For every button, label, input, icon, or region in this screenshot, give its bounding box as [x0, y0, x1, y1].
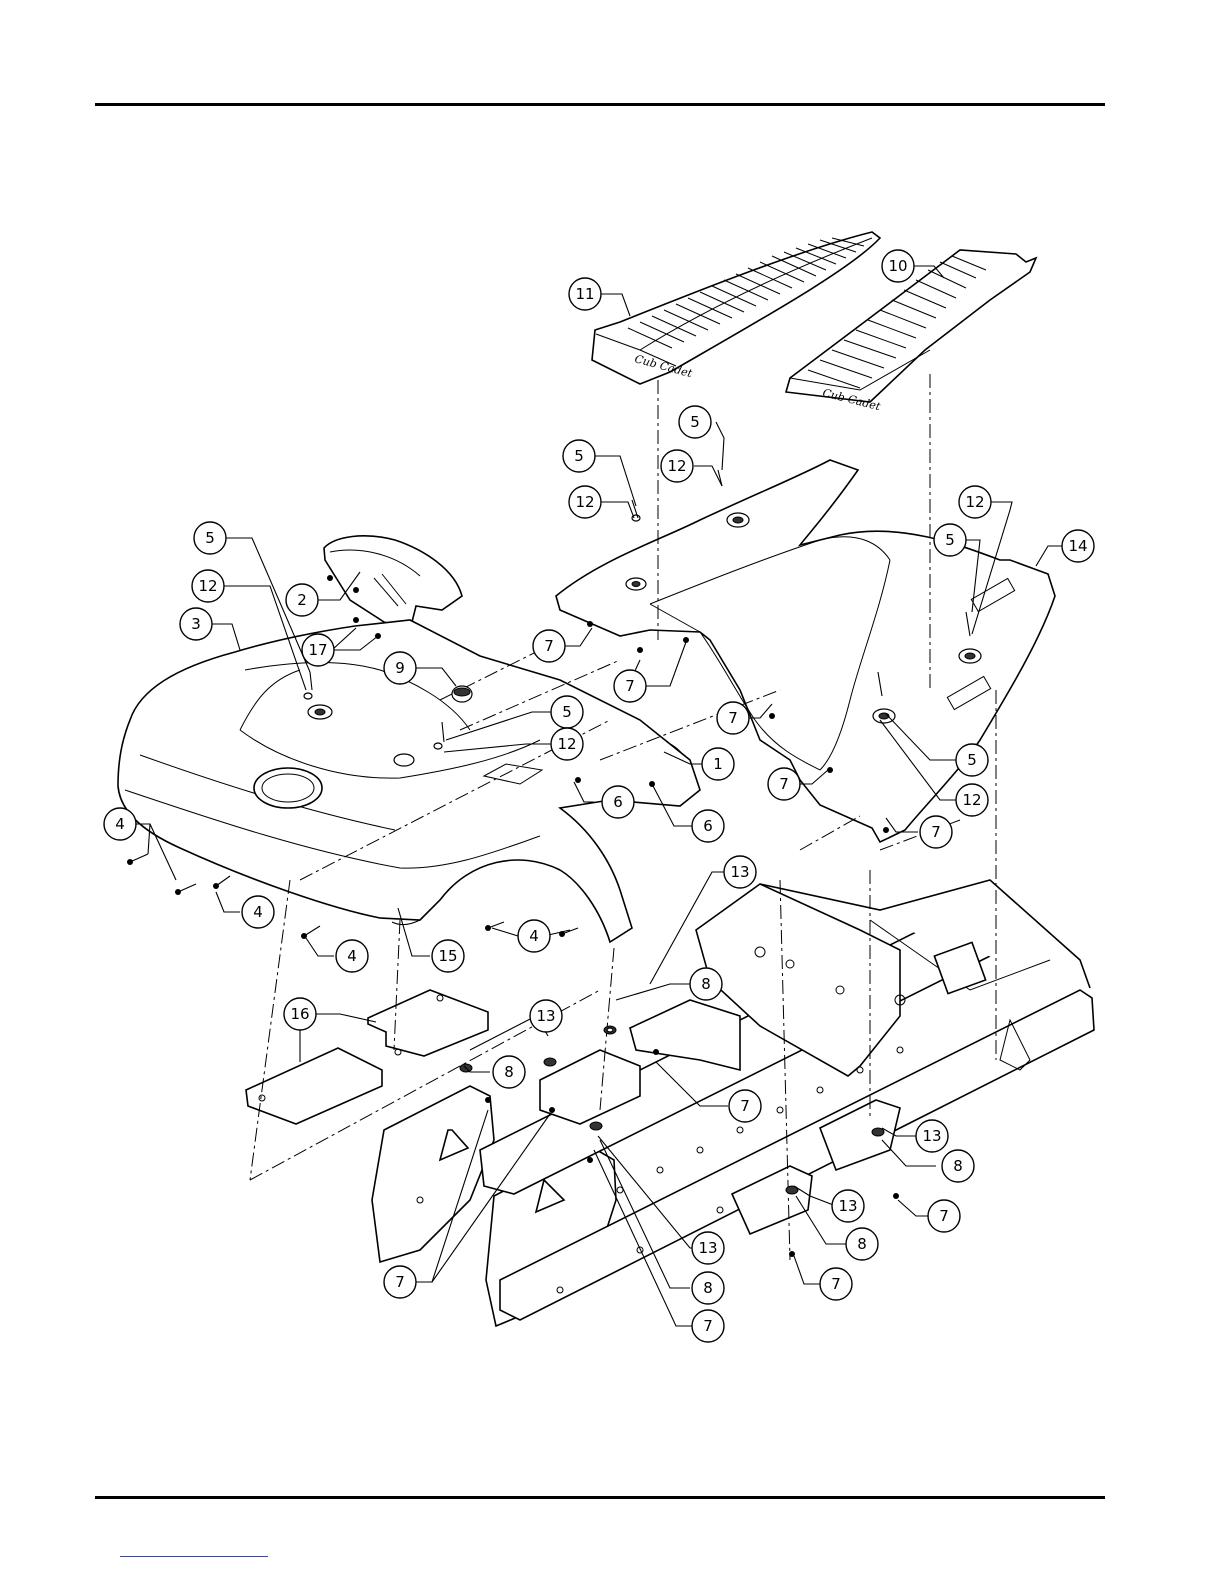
svg-text:3: 3 — [191, 615, 201, 633]
callout-11: 11 — [569, 278, 601, 310]
svg-text:8: 8 — [953, 1157, 963, 1175]
svg-text:7: 7 — [939, 1207, 949, 1225]
callout-17: 17 — [302, 634, 334, 666]
callout-5: 5 — [956, 744, 988, 776]
callout-12: 12 — [551, 728, 583, 760]
svg-text:16: 16 — [290, 1005, 309, 1023]
svg-text:6: 6 — [613, 793, 623, 811]
svg-text:5: 5 — [574, 447, 584, 465]
svg-text:12: 12 — [198, 577, 217, 595]
callout-3: 3 — [180, 608, 212, 640]
callout-4: 4 — [104, 808, 136, 840]
callout-12: 12 — [956, 784, 988, 816]
svg-text:6: 6 — [703, 817, 713, 835]
callout-16: 16 — [284, 998, 316, 1030]
svg-text:12: 12 — [557, 735, 576, 753]
svg-text:7: 7 — [931, 823, 941, 841]
svg-text:12: 12 — [575, 493, 594, 511]
callout-6: 6 — [692, 810, 724, 842]
callout-7: 7 — [729, 1090, 761, 1122]
callout-7: 7 — [820, 1268, 852, 1300]
callout-7: 7 — [692, 1310, 724, 1342]
callout-8: 8 — [692, 1272, 724, 1304]
svg-text:10: 10 — [888, 257, 907, 275]
callout-12: 12 — [661, 450, 693, 482]
svg-text:5: 5 — [562, 703, 572, 721]
svg-text:13: 13 — [730, 863, 749, 881]
svg-text:7: 7 — [740, 1097, 750, 1115]
callout-8: 8 — [846, 1228, 878, 1260]
callout-7: 7 — [717, 702, 749, 734]
svg-text:5: 5 — [945, 531, 955, 549]
svg-text:8: 8 — [504, 1063, 514, 1081]
svg-text:15: 15 — [438, 947, 457, 965]
svg-text:4: 4 — [529, 927, 539, 945]
callout-9: 9 — [384, 652, 416, 684]
svg-text:7: 7 — [395, 1273, 405, 1291]
callout-4: 4 — [336, 940, 368, 972]
svg-text:7: 7 — [831, 1275, 841, 1293]
callout-12: 12 — [192, 570, 224, 602]
callout-14: 14 — [1062, 530, 1094, 562]
callout-5: 5 — [563, 440, 595, 472]
svg-text:13: 13 — [698, 1239, 717, 1257]
callout-7: 7 — [768, 768, 800, 800]
callout-5: 5 — [934, 524, 966, 556]
svg-text:8: 8 — [703, 1279, 713, 1297]
svg-text:5: 5 — [967, 751, 977, 769]
callout-4: 4 — [242, 896, 274, 928]
callout-5: 5 — [551, 696, 583, 728]
svg-text:7: 7 — [779, 775, 789, 793]
svg-text:7: 7 — [728, 709, 738, 727]
callout-6: 6 — [602, 786, 634, 818]
callout-7: 7 — [928, 1200, 960, 1232]
callout-13: 13 — [530, 1000, 562, 1032]
svg-text:4: 4 — [347, 947, 357, 965]
svg-text:17: 17 — [308, 641, 327, 659]
callout-15: 15 — [432, 940, 464, 972]
svg-text:8: 8 — [701, 975, 711, 993]
callout-5: 5 — [194, 522, 226, 554]
svg-text:7: 7 — [625, 677, 635, 695]
callout-7: 7 — [533, 630, 565, 662]
callout-2: 2 — [286, 584, 318, 616]
callout-7: 7 — [614, 670, 646, 702]
svg-text:4: 4 — [115, 815, 125, 833]
svg-text:4: 4 — [253, 903, 263, 921]
callout-8: 8 — [493, 1056, 525, 1088]
callout-5: 5 — [679, 406, 711, 438]
svg-text:9: 9 — [395, 659, 405, 677]
svg-text:8: 8 — [857, 1235, 867, 1253]
callout-7: 7 — [384, 1266, 416, 1298]
svg-text:13: 13 — [536, 1007, 555, 1025]
svg-text:12: 12 — [962, 791, 981, 809]
callout-10: 10 — [882, 250, 914, 282]
svg-text:13: 13 — [922, 1127, 941, 1145]
callout-13: 13 — [724, 856, 756, 888]
callout-1: 1 — [702, 748, 734, 780]
svg-text:7: 7 — [703, 1317, 713, 1335]
svg-text:7: 7 — [544, 637, 554, 655]
svg-text:5: 5 — [205, 529, 215, 547]
callout-8: 8 — [690, 968, 722, 1000]
callout-13: 13 — [916, 1120, 948, 1152]
callout-8: 8 — [942, 1150, 974, 1182]
callout-4: 4 — [518, 920, 550, 952]
svg-text:2: 2 — [297, 591, 307, 609]
callout-12: 12 — [959, 486, 991, 518]
svg-text:12: 12 — [667, 457, 686, 475]
callout-13: 13 — [832, 1190, 864, 1222]
callout-7: 7 — [920, 816, 952, 848]
svg-text:12: 12 — [965, 493, 984, 511]
svg-text:5: 5 — [690, 413, 700, 431]
callout-13: 13 — [692, 1232, 724, 1264]
svg-text:14: 14 — [1068, 537, 1087, 555]
svg-text:1: 1 — [713, 755, 723, 773]
svg-text:13: 13 — [838, 1197, 857, 1215]
upper-cover — [324, 536, 462, 630]
callout-12: 12 — [569, 486, 601, 518]
svg-text:11: 11 — [575, 285, 594, 303]
